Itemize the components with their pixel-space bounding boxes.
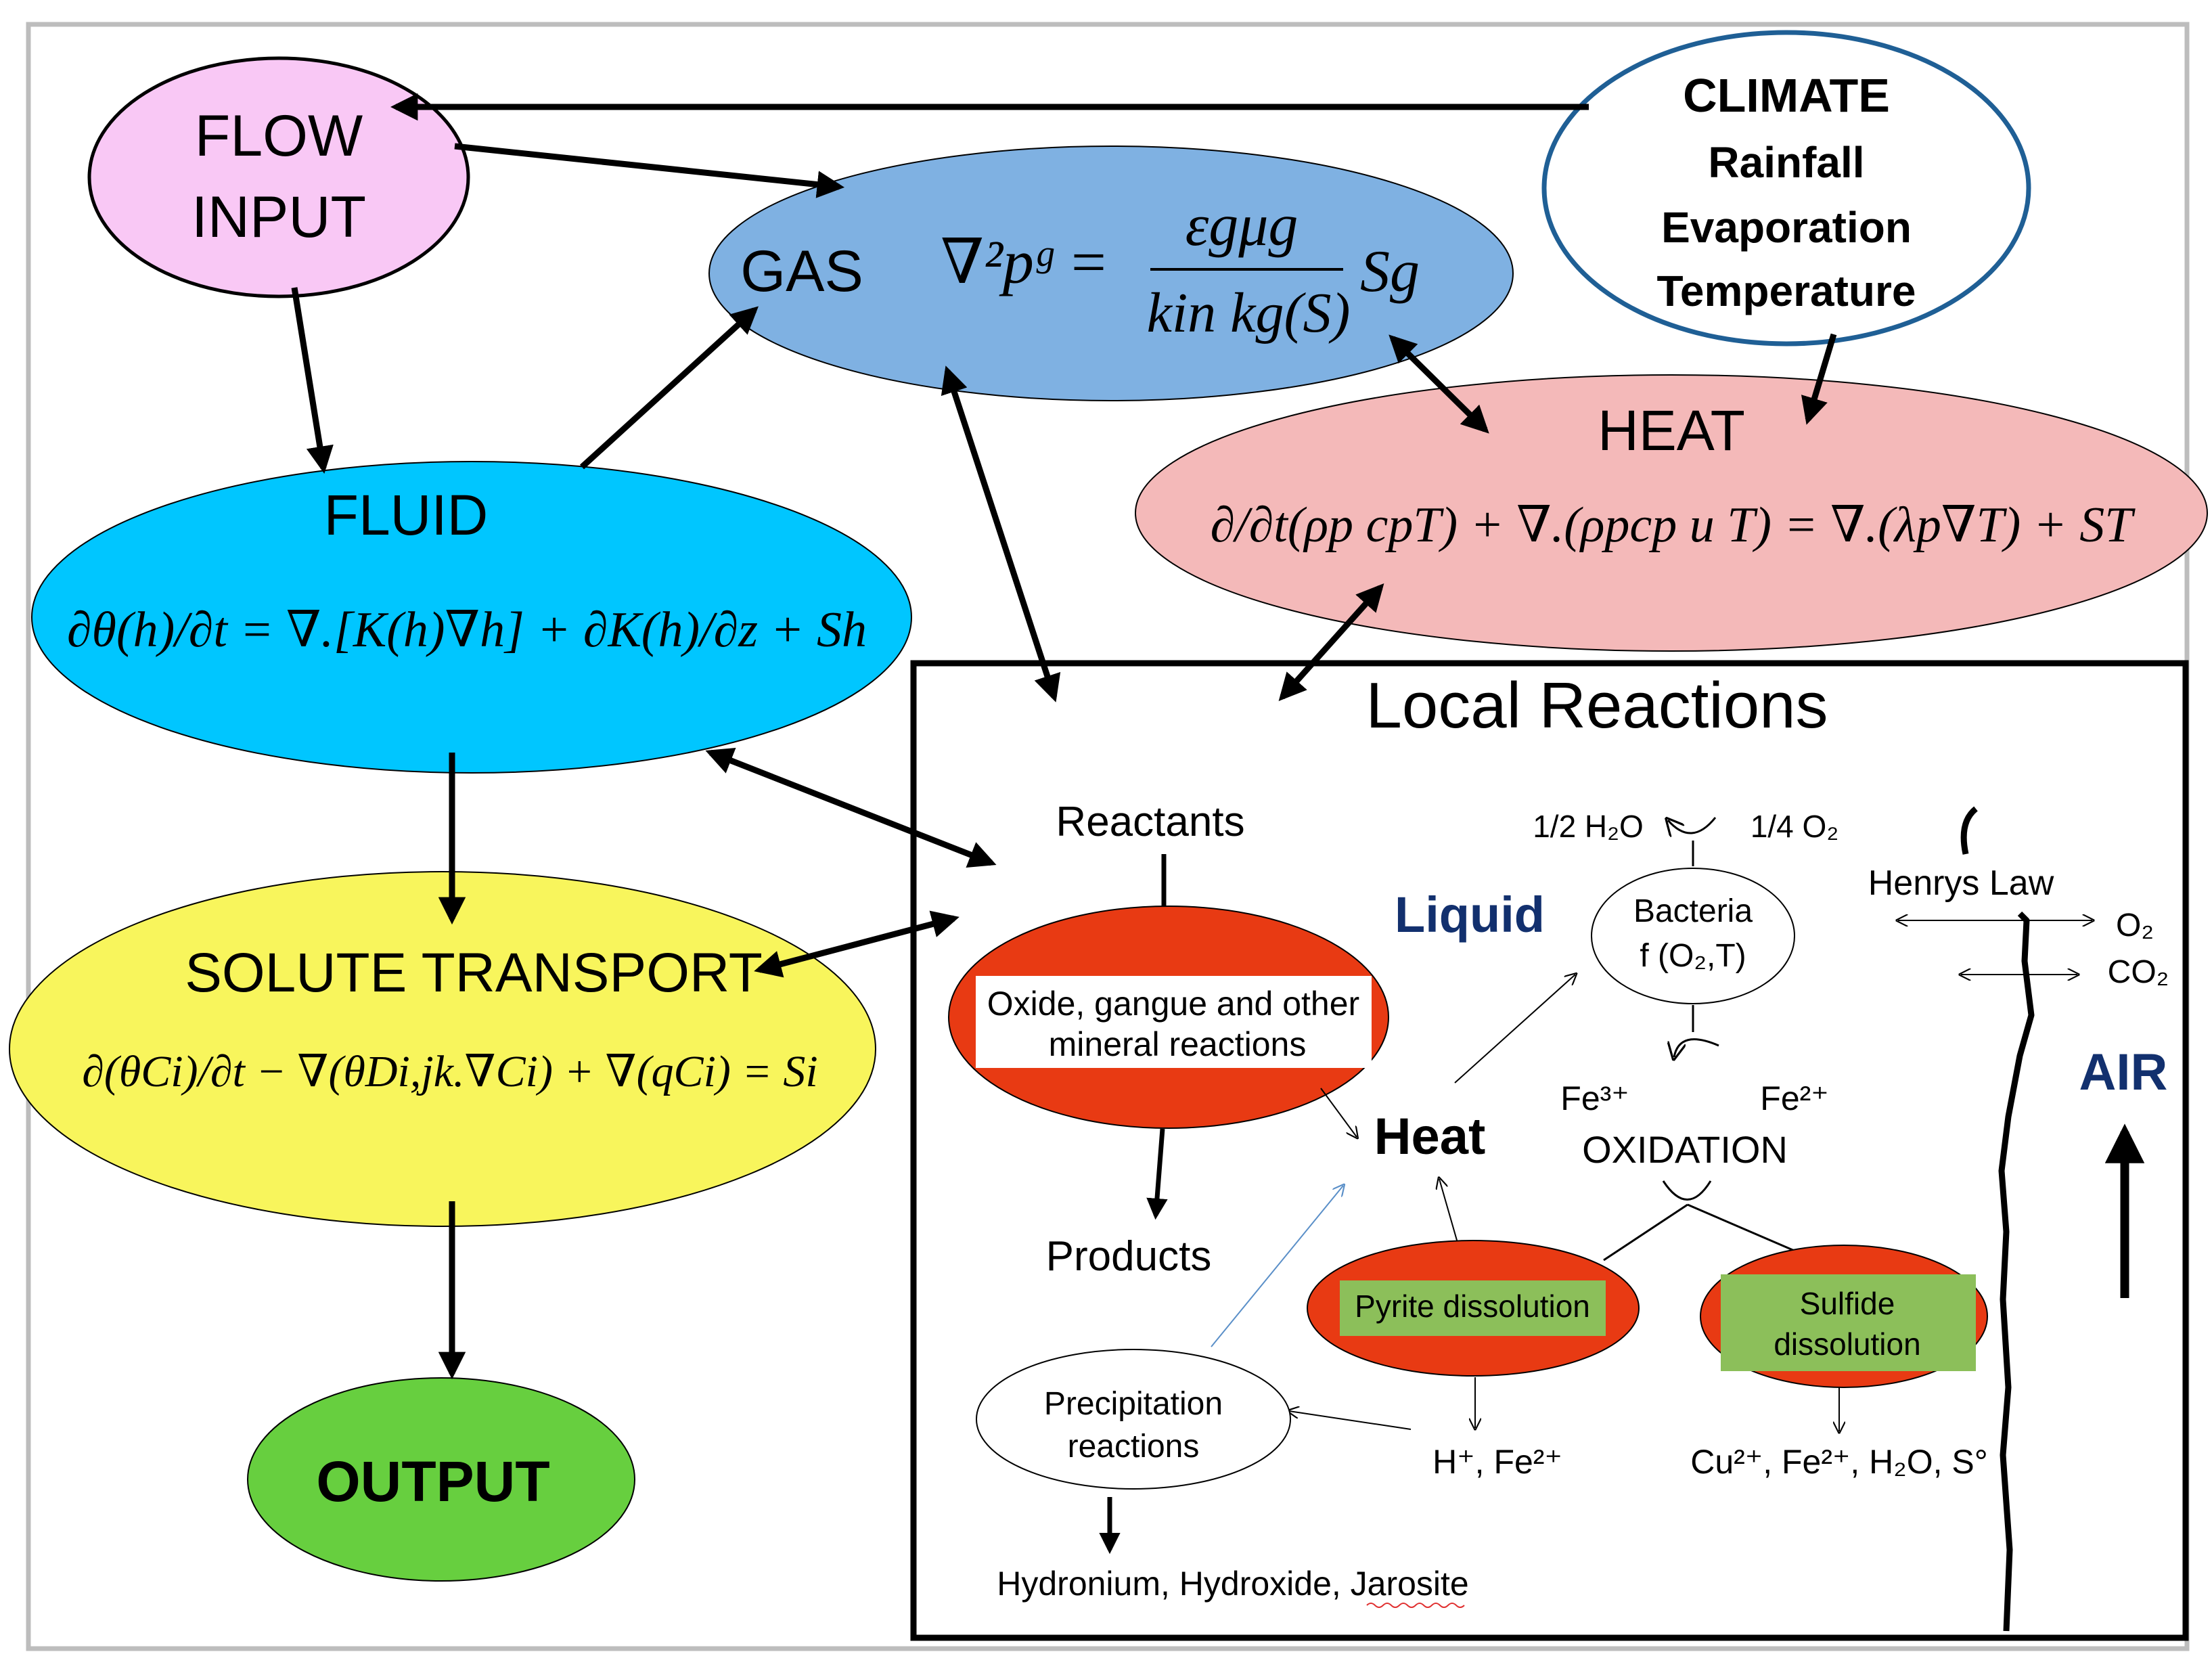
arrow-oxide-to-products (1146, 1128, 1168, 1220)
air-label: AIR (2079, 1044, 2168, 1101)
arrow-fluid-local-reactions (705, 747, 997, 868)
arrow-heat-local-reactions (1278, 583, 1384, 702)
pyrite-dissolution-label-box (1340, 1280, 1606, 1336)
oxidation-to-sulfide-line (1687, 1203, 1811, 1259)
solute-transport-node (9, 871, 876, 1227)
flow-input-label-1: FLOW (195, 104, 363, 169)
gas-equation-denominator: kin kg(S) (1147, 282, 1351, 344)
arrow-precip-to-heat (1211, 1186, 1343, 1347)
pyrite-dissolution-label: Pyrite dissolution (1355, 1289, 1590, 1324)
products-label: Products (1046, 1233, 1212, 1280)
arrow-pyrite-to-heat (1439, 1179, 1461, 1253)
local-reactions-box (910, 660, 2189, 1641)
arrow-heat-to-bacteria (1454, 975, 1575, 1084)
arrow-flow-input-to-gas (454, 143, 845, 198)
flow-input-label-2: INPUT (191, 185, 366, 250)
arrow-climate-to-heat (1801, 333, 1837, 425)
climate-rainfall: Rainfall (1708, 138, 1864, 187)
climate-temperature: Temperature (1657, 267, 1916, 315)
bacteria-label-2: f (O₂,T) (1640, 938, 1746, 974)
hydronium-label: Hydronium, Hydroxide, Jarosite (997, 1565, 1469, 1603)
pyrite-to-oxidation-line (1603, 1203, 1688, 1261)
heat-local-label: Heat (1374, 1108, 1486, 1165)
oxidation-label: OXIDATION (1582, 1128, 1788, 1171)
gas-equation-source: Sg (1360, 239, 1420, 305)
precipitation-label-1: Precipitation (1044, 1386, 1223, 1422)
oxide-reactions-label-1: Oxide, gangue and other (987, 985, 1359, 1023)
pyrite-products-label: H⁺, Fe²⁺ (1432, 1443, 1562, 1481)
bacteria-label-1: Bacteria (1633, 893, 1753, 929)
fe2-label: Fe²⁺ (1760, 1079, 1828, 1117)
fluid-label: FLUID (324, 483, 489, 547)
arrow-oxide-to-heat (1320, 1088, 1357, 1137)
climate-title: CLIMATE (1683, 69, 1890, 122)
heat-label: HEAT (1598, 399, 1745, 462)
oxidation-curve (1662, 1180, 1712, 1201)
co2-label: CO₂ (2108, 954, 2169, 990)
climate-evaporation: Evaporation (1661, 203, 1912, 252)
arrow-flow-input-to-fluid (291, 287, 334, 474)
precipitation-label-2: reactions (1068, 1429, 1200, 1465)
sulfide-dissolution-label-1: Sulfide (1800, 1286, 1895, 1321)
fluid-node (31, 461, 912, 774)
heat-node (1135, 374, 2208, 652)
quarter-o2-label: 1/4 O₂ (1751, 809, 1838, 844)
half-h2o-label: 1/2 H₂O (1533, 809, 1644, 844)
arrow-h-fe-to-precip (1289, 1411, 1412, 1430)
henrys-law-label: Henrys Law (1868, 864, 2054, 903)
precipitation-reactions-node (976, 1349, 1291, 1490)
arrow-gas-local-reactions (941, 365, 1061, 702)
climate-node (1541, 30, 2031, 347)
output-label: OUTPUT (316, 1450, 549, 1513)
fluid-equation: ∂θ(h)/∂t = ∇.[K(h)∇h] + ∂K(h)/∂z + Sh (67, 602, 867, 658)
gas-node (708, 146, 1514, 401)
air-interface-line (1960, 806, 2035, 1632)
liquid-label: Liquid (1395, 887, 1545, 943)
solute-transport-equation: ∂(θCi)/∂t − ∇(θDi,jk.∇Ci) + ∇(qCi) = Si (82, 1047, 818, 1096)
local-reactions-title: Local Reactions (1365, 669, 1828, 742)
gas-equation-lhs: ∇²pᵍ = (941, 227, 1109, 296)
hydronium-spellcheck-underline (1366, 1603, 1465, 1608)
bacteria-bottom-curve (1674, 1038, 1719, 1057)
gas-label: GAS (740, 239, 863, 304)
arrow-gas-heat (1389, 334, 1489, 434)
sulfide-dissolution-label-2: dissolution (1774, 1326, 1920, 1362)
heat-equation: ∂/∂t(ρp cpT) + ∇.(ρpcp u T) = ∇.(λp∇T) +… (1211, 497, 2136, 553)
arrow-solute-local-reactions (754, 910, 960, 978)
bacteria-node (1591, 868, 1795, 1004)
arrow-fluid-to-gas (579, 306, 759, 470)
solute-transport-label: SOLUTE TRANSPORT (185, 942, 763, 1004)
flow-input-node (87, 56, 470, 298)
reactants-label: Reactants (1056, 799, 1244, 845)
o2-label: O₂ (2116, 908, 2154, 943)
oxide-reactions-label-2: mineral reactions (1049, 1025, 1307, 1063)
sulfide-products-label: Cu²⁺, Fe²⁺, H₂O, S° (1690, 1443, 1987, 1481)
oxide-reactions-label-box (976, 976, 1372, 1068)
gas-equation-numerator: εgμg (1186, 193, 1299, 259)
fe3-label: Fe³⁺ (1560, 1079, 1629, 1117)
bacteria-top-curve (1668, 818, 1717, 833)
sulfide-dissolution-label-box (1721, 1274, 1976, 1371)
